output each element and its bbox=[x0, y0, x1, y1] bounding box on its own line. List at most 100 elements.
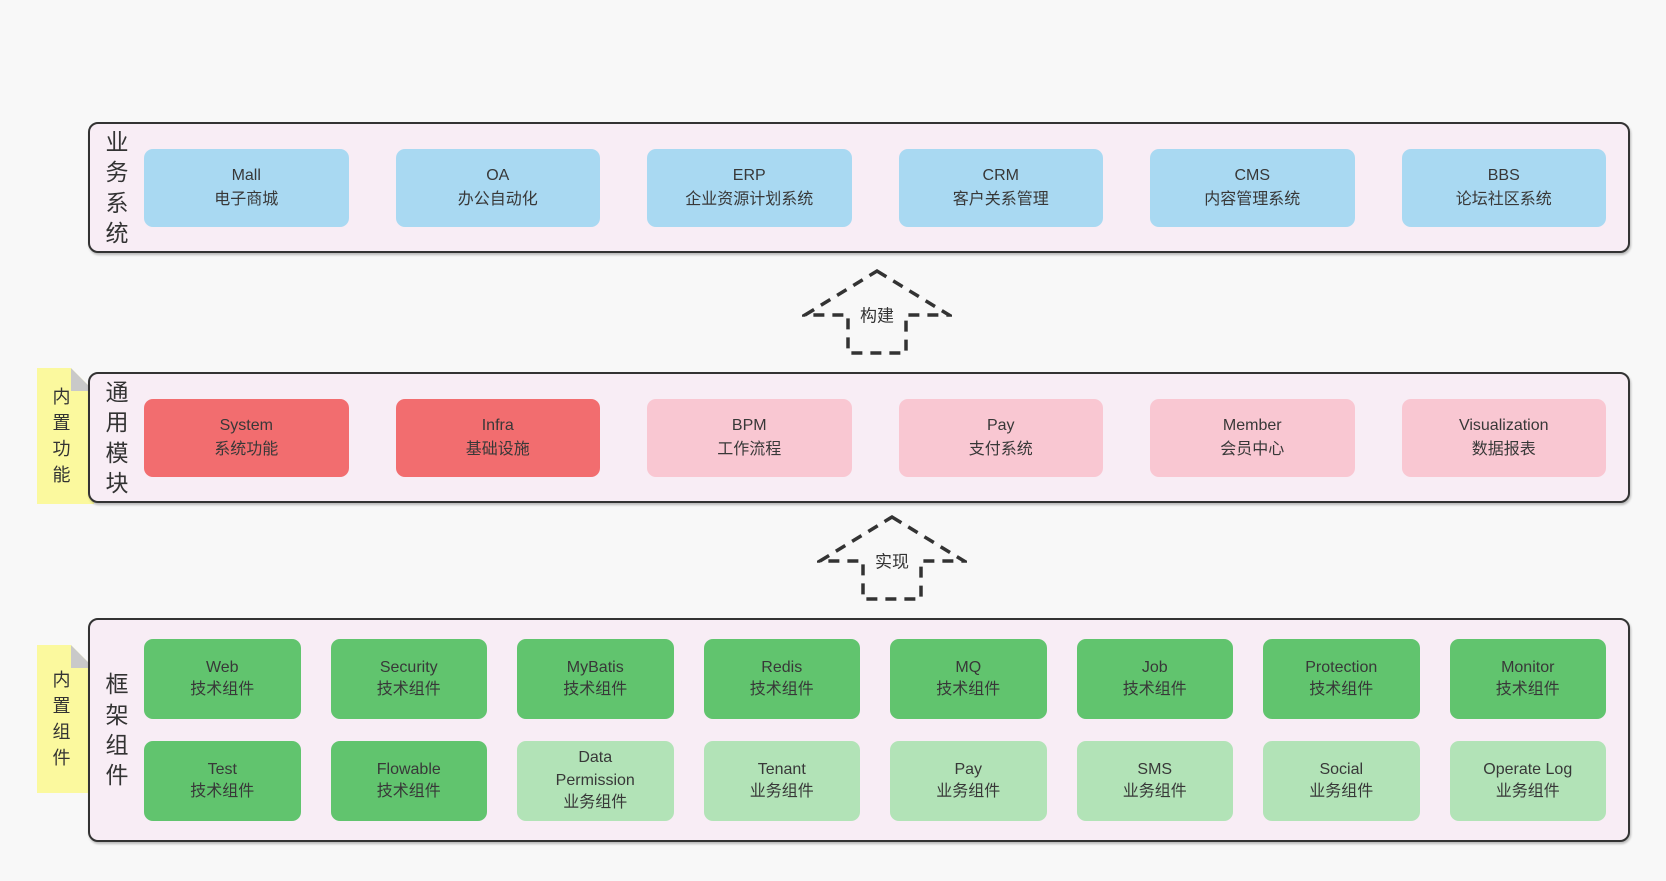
builtin-features-tag: 内 置 功 能 bbox=[37, 368, 94, 504]
component-box: Monitor 技术组件 bbox=[1449, 639, 1606, 719]
component-box: Security 技术组件 bbox=[330, 639, 487, 719]
up-arrow-icon bbox=[817, 514, 967, 601]
component-box-name: Flowable bbox=[376, 760, 441, 778]
up-arrow-icon bbox=[802, 268, 952, 355]
system-box-name: BBS bbox=[1487, 166, 1520, 184]
component-box-name: Social bbox=[1319, 760, 1364, 778]
component-box-subtitle: 技术组件 bbox=[190, 681, 255, 698]
system-box-name: CRM bbox=[982, 166, 1019, 184]
component-box-subtitle: 技术组件 bbox=[563, 681, 628, 698]
component-box-subtitle: 业务组件 bbox=[749, 783, 814, 800]
component-box-subtitle: 技术组件 bbox=[1309, 681, 1374, 698]
system-box-name: OA bbox=[486, 166, 510, 184]
component-box-name: MQ bbox=[955, 658, 982, 676]
component-box-name: Data Permission bbox=[555, 749, 635, 789]
component-box: Protection 技术组件 bbox=[1263, 639, 1420, 719]
system-box-subtitle: 企业资源计划系统 bbox=[685, 190, 814, 208]
component-box: Pay 业务组件 bbox=[890, 741, 1047, 821]
system-box-name: CMS bbox=[1234, 166, 1271, 184]
component-box: Operate Log 业务组件 bbox=[1449, 741, 1606, 821]
framework-components-grid: Web 技术组件 Security 技术组件 MyBatis 技术组件 bbox=[144, 639, 1606, 821]
module-box: BPM 工作流程 bbox=[647, 398, 852, 477]
component-box: Redis 技术组件 bbox=[703, 639, 860, 719]
component-box: Tenant 业务组件 bbox=[703, 741, 860, 821]
module-box-name: Member bbox=[1222, 416, 1282, 434]
common-modules-band: 通 用 模 块 System 系统功能 Infra 基础设施 BPM 工作流程 bbox=[88, 372, 1630, 503]
framework-row-2: Test 技术组件 Flowable 技术组件 Data Permission … bbox=[144, 741, 1606, 821]
module-box: Pay 支付系统 bbox=[898, 398, 1103, 477]
system-box-subtitle: 内容管理系统 bbox=[1204, 190, 1301, 208]
module-box-subtitle: 支付系统 bbox=[968, 440, 1033, 458]
business-systems-band: 业 务 系 统 Mall 电子商城 OA 办公自动化 ERP 企业资源计划系统 bbox=[88, 122, 1630, 253]
common-modules-boxes: System 系统功能 Infra 基础设施 BPM 工作流程 Pay 支付系统 bbox=[144, 398, 1606, 477]
component-box-name: MyBatis bbox=[566, 658, 624, 676]
component-box-name: Web bbox=[205, 658, 239, 676]
component-box: MQ 技术组件 bbox=[890, 639, 1047, 719]
component-box: Data Permission 业务组件 bbox=[517, 741, 674, 821]
band-label-business: 业 务 系 统 bbox=[105, 128, 129, 246]
builtin-components-tag-text: 内 置 组 件 bbox=[52, 669, 71, 769]
component-box: SMS 业务组件 bbox=[1076, 741, 1233, 821]
component-box: Web 技术组件 bbox=[144, 639, 301, 719]
module-box-name: System bbox=[219, 416, 273, 434]
component-box: Job 技术组件 bbox=[1076, 639, 1233, 719]
component-box: Social 业务组件 bbox=[1263, 741, 1420, 821]
module-box-subtitle: 基础设施 bbox=[465, 440, 530, 458]
arrow-label: 构建 bbox=[856, 300, 898, 328]
component-box-subtitle: 业务组件 bbox=[563, 794, 628, 812]
system-box-subtitle: 论坛社区系统 bbox=[1455, 190, 1552, 208]
module-box-subtitle: 工作流程 bbox=[717, 440, 782, 458]
system-box-subtitle: 电子商城 bbox=[214, 190, 279, 208]
system-box: OA 办公自动化 bbox=[395, 148, 600, 227]
component-box-name: Job bbox=[1141, 658, 1168, 676]
system-box-name: ERP bbox=[732, 166, 766, 184]
component-box-name: Test bbox=[207, 760, 237, 778]
module-box: Member 会员中心 bbox=[1150, 398, 1355, 477]
component-box-name: Tenant bbox=[757, 760, 806, 778]
system-box: Mall 电子商城 bbox=[144, 148, 349, 227]
system-box: CRM 客户关系管理 bbox=[898, 148, 1103, 227]
module-box: Visualization 数据报表 bbox=[1401, 398, 1606, 477]
component-box-subtitle: 技术组件 bbox=[1122, 681, 1187, 698]
framework-row-1: Web 技术组件 Security 技术组件 MyBatis 技术组件 bbox=[144, 639, 1606, 719]
system-box-subtitle: 办公自动化 bbox=[457, 190, 538, 208]
component-box-subtitle: 业务组件 bbox=[1309, 783, 1374, 800]
component-box-name: Redis bbox=[761, 658, 803, 676]
module-box-name: Visualization bbox=[1458, 416, 1549, 434]
module-box-subtitle: 会员中心 bbox=[1220, 440, 1285, 458]
module-box-name: Pay bbox=[986, 416, 1015, 434]
builtin-components-tag: 内 置 组 件 bbox=[37, 645, 94, 793]
system-box: ERP 企业资源计划系统 bbox=[647, 148, 852, 227]
component-box-subtitle: 技术组件 bbox=[1495, 681, 1560, 698]
module-box-name: BPM bbox=[731, 416, 767, 434]
module-box-subtitle: 系统功能 bbox=[214, 440, 279, 458]
component-box-subtitle: 业务组件 bbox=[1122, 783, 1187, 800]
component-box-subtitle: 业务组件 bbox=[1495, 783, 1560, 800]
implement-arrow: 实现 bbox=[817, 514, 967, 602]
component-box: Flowable 技术组件 bbox=[330, 741, 487, 821]
component-box-name: Monitor bbox=[1501, 658, 1555, 676]
component-box-name: Operate Log bbox=[1483, 760, 1573, 778]
component-box-name: Pay bbox=[954, 760, 983, 778]
component-box: Test 技术组件 bbox=[144, 741, 301, 821]
module-box: System 系统功能 bbox=[144, 398, 349, 477]
component-box-subtitle: 技术组件 bbox=[749, 681, 814, 698]
component-box-subtitle: 技术组件 bbox=[190, 783, 255, 800]
component-box-name: Protection bbox=[1305, 658, 1378, 676]
component-box-subtitle: 业务组件 bbox=[936, 783, 1001, 800]
component-box-subtitle: 技术组件 bbox=[376, 681, 441, 698]
system-box: BBS 论坛社区系统 bbox=[1401, 148, 1606, 227]
builtin-features-tag-text: 内 置 功 能 bbox=[52, 386, 71, 486]
band-label-modules: 通 用 模 块 bbox=[105, 378, 129, 496]
component-box: MyBatis 技术组件 bbox=[517, 639, 674, 719]
component-box-name: Security bbox=[379, 658, 438, 676]
component-box-name: SMS bbox=[1137, 760, 1173, 778]
build-arrow: 构建 bbox=[802, 268, 952, 356]
arrow-label: 实现 bbox=[871, 546, 913, 574]
system-box-subtitle: 客户关系管理 bbox=[952, 190, 1049, 208]
module-box-name: Infra bbox=[481, 416, 514, 434]
component-box-subtitle: 技术组件 bbox=[376, 783, 441, 800]
system-box: CMS 内容管理系统 bbox=[1150, 148, 1355, 227]
business-systems-boxes: Mall 电子商城 OA 办公自动化 ERP 企业资源计划系统 CRM 客户关系… bbox=[144, 148, 1606, 227]
